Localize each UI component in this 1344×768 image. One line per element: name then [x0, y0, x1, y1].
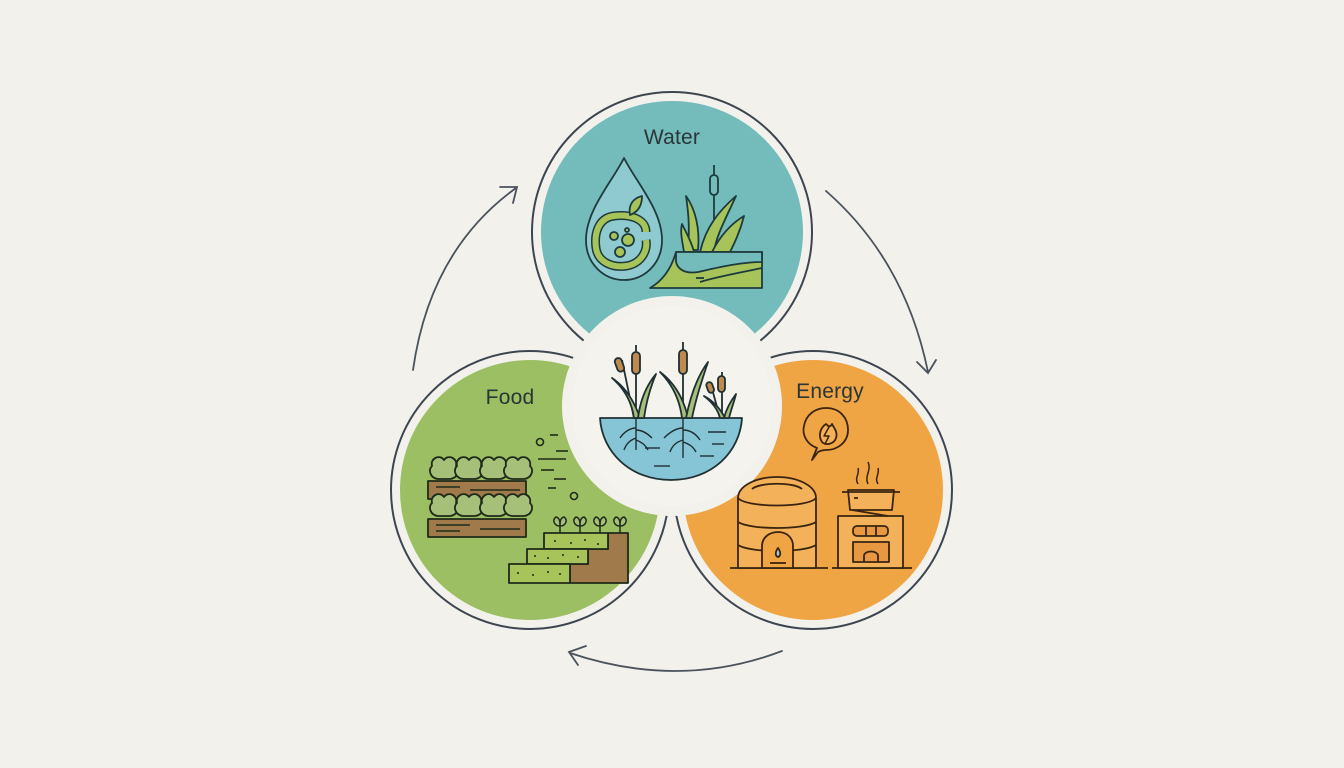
energy-flame-bubble-icon	[802, 407, 849, 461]
arrow-energy-to-food-icon	[567, 645, 783, 672]
cattail-reed-bed-icon	[599, 342, 743, 481]
arrow-water-to-energy-icon	[825, 190, 937, 375]
raised-crop-beds-icon	[427, 456, 533, 538]
wetland-reeds-icon	[649, 165, 763, 289]
water-label: Water	[643, 126, 701, 149]
arrow-food-to-water-icon	[412, 186, 519, 371]
terraced-field-icon	[508, 516, 629, 584]
water-node[interactable]	[541, 101, 803, 363]
water-drop-with-leaf-icon	[585, 157, 663, 281]
cookstove-icon	[832, 461, 912, 569]
energy-label: Energy	[796, 380, 864, 403]
food-label: Food	[485, 386, 535, 409]
wind-seeds-icon	[535, 434, 579, 501]
biogas-digester-icon	[730, 476, 828, 569]
cycle-arrows	[412, 186, 937, 672]
